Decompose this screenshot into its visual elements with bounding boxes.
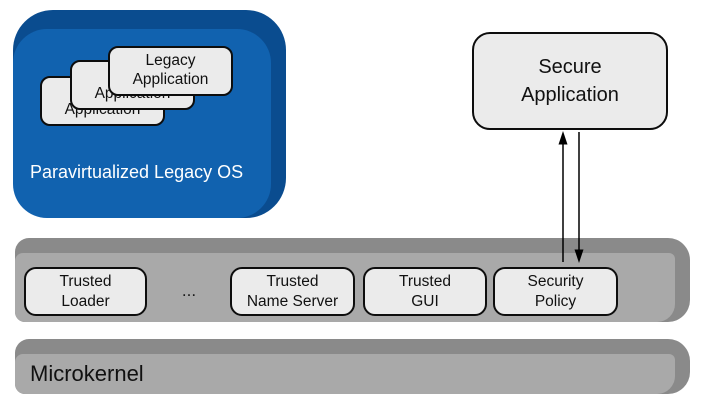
legacy-os-label: Paravirtualized Legacy OS (30, 162, 244, 182)
trusted-name-server-label-line2: Name Server (246, 292, 339, 310)
trusted-loader-label-line2: Loader (61, 292, 110, 310)
microkernel-bar-face (15, 354, 675, 394)
trusted-gui-label-line1: Trusted (399, 273, 451, 291)
trusted-gui-label-line2: GUI (411, 292, 439, 310)
legacy-application-box-front: Legacy Application (108, 46, 233, 96)
secure-application-label-line2: Application (521, 84, 619, 106)
security-policy-label-line1: Security (527, 273, 584, 291)
trusted-loader-box: Trusted Loader (24, 267, 147, 316)
secure-application-box: Secure Application (472, 32, 668, 130)
microkernel-label: Microkernel (30, 361, 144, 386)
security-policy-box: Security Policy (493, 267, 618, 316)
trusted-name-server-box: Trusted Name Server (230, 267, 355, 316)
trusted-name-server-label-line1: Trusted (266, 273, 319, 291)
legacy-application-label-line1: Legacy (145, 52, 196, 70)
legacy-application-label-line2: Application (132, 71, 209, 88)
secure-application-label-line1: Secure (538, 56, 602, 78)
microkernel-bar-edge (15, 339, 690, 394)
services-ellipsis: ... (181, 281, 197, 300)
security-policy-label-line2: Policy (534, 292, 577, 310)
trusted-loader-label-line1: Trusted (59, 273, 112, 291)
trusted-gui-box: Trusted GUI (363, 267, 487, 316)
